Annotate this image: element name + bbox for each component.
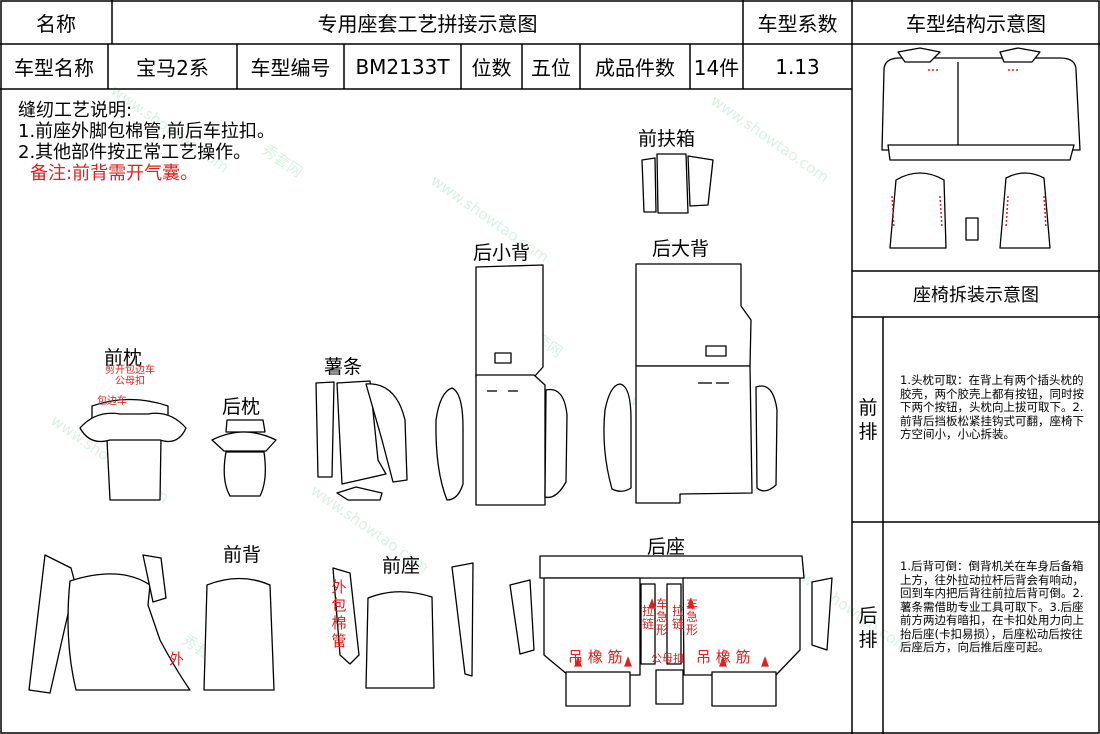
label-rear-big-back: 后大背	[652, 238, 710, 260]
front-armrest-pieces	[641, 153, 714, 214]
label-rear-small-back: 后小背	[473, 242, 531, 264]
pieces-value: 14件	[693, 56, 740, 80]
name-label: 名称	[36, 11, 76, 36]
rear-row-text: 1.后背可倒：倒背机关在车身后备箱上方，往外拉动拉杆后背会有响动，回到车内把后背…	[900, 559, 1084, 654]
snap-note: 公母扣	[651, 652, 684, 665]
front-headrest-piece	[79, 398, 187, 501]
headrest-piping-note: 包边车	[97, 396, 127, 407]
label-front-armrest: 前扶箱	[638, 128, 696, 150]
front-seat-pieces	[332, 562, 474, 689]
structure-label: 车型结构示意图	[906, 11, 1046, 36]
label-rear-headrest: 后枕	[222, 396, 261, 418]
red-marks	[891, 69, 1047, 229]
label-front-back: 前背	[223, 544, 262, 566]
rear-seat-pieces	[509, 555, 833, 707]
label-front-seat: 前座	[382, 555, 421, 577]
front-row-label: 前排	[858, 397, 878, 443]
pull-note-2: 车 急 形	[656, 597, 669, 637]
front-back-pieces	[28, 554, 275, 694]
pull-note-4: 车 急 形	[686, 597, 699, 637]
red-arrows	[574, 598, 769, 667]
rear-row-label: 后排	[858, 605, 878, 651]
notes-heading: 缝纫工艺说明:	[18, 100, 133, 121]
headrest-cut-note: 剪开包边车公母扣	[105, 365, 155, 387]
pieces-label: 成品件数	[595, 56, 675, 80]
rear-small-back-piece	[435, 264, 568, 506]
label-front-headrest: 前枕	[104, 347, 143, 369]
notes-line-1: 1.前座外脚包棉管,前后车拉扣。	[18, 121, 275, 142]
seats-value: 五位	[531, 56, 571, 80]
page-title: 专用座套工艺拼接示意图	[317, 11, 538, 36]
front-back-outer-note: 外	[169, 650, 185, 668]
seats-label: 位数	[471, 56, 512, 80]
coef-value: 1.13	[775, 54, 820, 79]
label-rear-seat: 后座	[647, 536, 686, 558]
model-code-label: 车型编号	[250, 56, 331, 80]
sewing-notes: 缝纫工艺说明: 1.前座外脚包棉管,前后车拉扣。 2.其他部件按正常工艺操作。 …	[18, 100, 275, 184]
pull-note-3: 拉 链	[672, 604, 685, 631]
coef-label: 车型系数	[757, 11, 838, 36]
front-row-text: 1.头枕可取：在背上有两个插头枕的胶壳，两个胶壳上都有按钮，同时按下两个按钮，头…	[900, 373, 1084, 441]
hang-reed-left: 吊 橡 筋	[568, 648, 623, 666]
rear-headrest-piece	[211, 419, 277, 497]
model-name-label: 车型名称	[14, 56, 94, 80]
notes-line-2: 2.其他部件按正常工艺操作。	[18, 142, 252, 163]
model-code-value: BM2133T	[355, 54, 450, 79]
pull-note-1: 拉 链	[642, 604, 655, 631]
disassembly-title: 座椅拆装示意图	[913, 285, 1039, 306]
label-strip: 薯条	[324, 356, 363, 378]
strip-pieces	[315, 380, 408, 501]
hang-reed-right: 吊 橡 筋	[696, 648, 751, 666]
notes-remark: 备注:前背需开气囊。	[30, 163, 199, 184]
car-structure-drawing	[881, 47, 1081, 249]
outer-piping-note: 外 包 棉 管	[331, 578, 347, 650]
rear-big-back-piece	[603, 263, 778, 504]
model-name-value: 宝马2系	[136, 56, 209, 80]
